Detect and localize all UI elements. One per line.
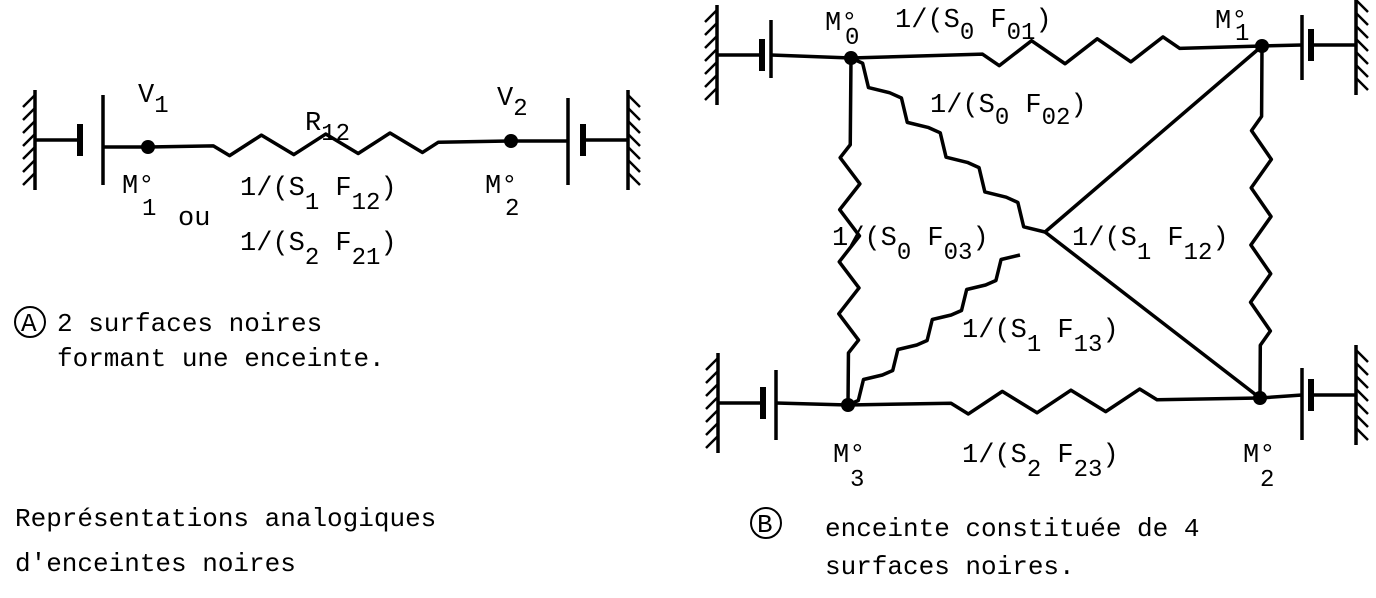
resistor-f02 (850, 56, 1046, 234)
ground-a-right-hatch (627, 133, 641, 147)
label-m2: M°2 (1243, 441, 1275, 494)
ground-b-m1-hatch (1355, 0, 1369, 13)
ground-b-m0-hatch (704, 48, 718, 62)
resistance-label-f23: 1/(S2 F23) (962, 441, 1119, 484)
ground-b-m2-hatch (1355, 362, 1369, 376)
ground-b-m1-hatch (1355, 77, 1369, 91)
badge-a: A (21, 309, 37, 339)
caption-a-line2: formant une enceinte. (57, 344, 385, 374)
label-r12: R12 (305, 109, 350, 148)
ground-a-right-hatch (627, 172, 641, 186)
label-m2: M°2 (485, 172, 519, 223)
resistor-f13 (847, 253, 1021, 407)
label-m3: M°3 (833, 441, 865, 494)
ground-b-m1-hatch (1355, 64, 1369, 78)
ground-b-m3-hatch (705, 409, 719, 423)
ground-b-m0-hatch (704, 35, 718, 49)
ground-b-m1-hatch (1355, 51, 1369, 65)
ground-a-left-hatch (22, 120, 36, 134)
label-ou: ou (178, 204, 210, 234)
ground-b-m2-hatch (1355, 401, 1369, 415)
ground-b-m1-hatch (1355, 12, 1369, 26)
diagram-lines (22, 0, 1369, 453)
ground-a-right-hatch (627, 120, 641, 134)
ground-b-m1-hatch (1355, 25, 1369, 39)
resistance-label-f13: 1/(S1 F13) (962, 316, 1119, 359)
ground-b-m2-hatch (1355, 388, 1369, 402)
ground-b-m3-hatch (705, 357, 719, 371)
node-m1 (1255, 39, 1269, 53)
resistor-f23 (847, 387, 1261, 416)
ground-b-m3-hatch (705, 396, 719, 410)
resistance-label-f01: 1/(S0 F01) (895, 6, 1052, 47)
ground-b-m0-hatch (704, 61, 718, 75)
ground-a-right-hatch (627, 107, 641, 121)
label-m1: M°1 (1215, 7, 1249, 48)
ground-a-left-hatch (22, 159, 36, 173)
caption-b-line1: enceinte constituée de 4 (825, 514, 1199, 544)
badge-a-circle (14, 306, 46, 338)
wire-b (770, 53, 852, 60)
resistance-label-f02: 1/(S0 F02) (930, 91, 1087, 132)
ground-b-m0-hatch (704, 74, 718, 88)
ground-b-m3-hatch (705, 383, 719, 397)
ground-a-left-hatch (22, 146, 36, 160)
ground-b-m2-hatch (1355, 427, 1369, 441)
label-v1: V1 (138, 81, 169, 120)
label-v2: V2 (497, 84, 528, 123)
ground-b-m3-hatch (705, 422, 719, 436)
ground-b-m3-hatch (705, 435, 719, 449)
resistor-f03 (837, 57, 862, 406)
wire-f02 (1043, 230, 1262, 400)
label-m0: M°0 (825, 9, 859, 52)
resistance-label-f12: 1/(S1 F12) (1072, 224, 1229, 267)
badge-b: B (757, 510, 773, 540)
caption-b-line2: surfaces noires. (825, 552, 1075, 582)
ground-b-m0-hatch (704, 87, 718, 101)
ground-b-m0-hatch (704, 22, 718, 36)
node-m3 (841, 398, 855, 412)
ground-b-m3-hatch (705, 370, 719, 384)
ground-b-m2-hatch (1355, 349, 1369, 363)
label-m1: M°1 (122, 172, 156, 223)
ground-b-m2-hatch (1355, 375, 1369, 389)
ground-a-right-hatch (627, 159, 641, 173)
resistor-f12 (1248, 45, 1274, 399)
ground-a-left-hatch (22, 94, 36, 108)
ground-a-left-hatch (22, 107, 36, 121)
ground-a-left-hatch (22, 172, 36, 186)
resistor-f01 (850, 35, 1263, 68)
resistance-label-f03: 1/(S0 F03) (832, 224, 989, 267)
wire-b (775, 401, 849, 407)
figure-title-line2: d'enceintes noires (15, 549, 296, 579)
ground-a-right-hatch (627, 146, 641, 160)
resistor-r12 (147, 131, 512, 158)
resistance-label-s2f21: 1/(S2 F21) (240, 229, 397, 272)
node-m2 (1253, 391, 1267, 405)
caption-a-line1: 2 surfaces noires (57, 309, 322, 339)
node-m0 (844, 51, 858, 65)
badge-b-circle (750, 507, 782, 539)
figure-title-line1: Représentations analogiques (15, 504, 436, 534)
ground-b-m0-hatch (704, 9, 718, 23)
ground-a-left-hatch (22, 133, 36, 147)
wire-b (1259, 393, 1303, 400)
resistance-label-s1f12: 1/(S1 F12) (240, 174, 397, 217)
ground-b-m2-hatch (1355, 414, 1369, 428)
ground-b-m1-hatch (1355, 38, 1369, 52)
wire-f13 (1043, 44, 1264, 234)
ground-a-right-hatch (627, 94, 641, 108)
